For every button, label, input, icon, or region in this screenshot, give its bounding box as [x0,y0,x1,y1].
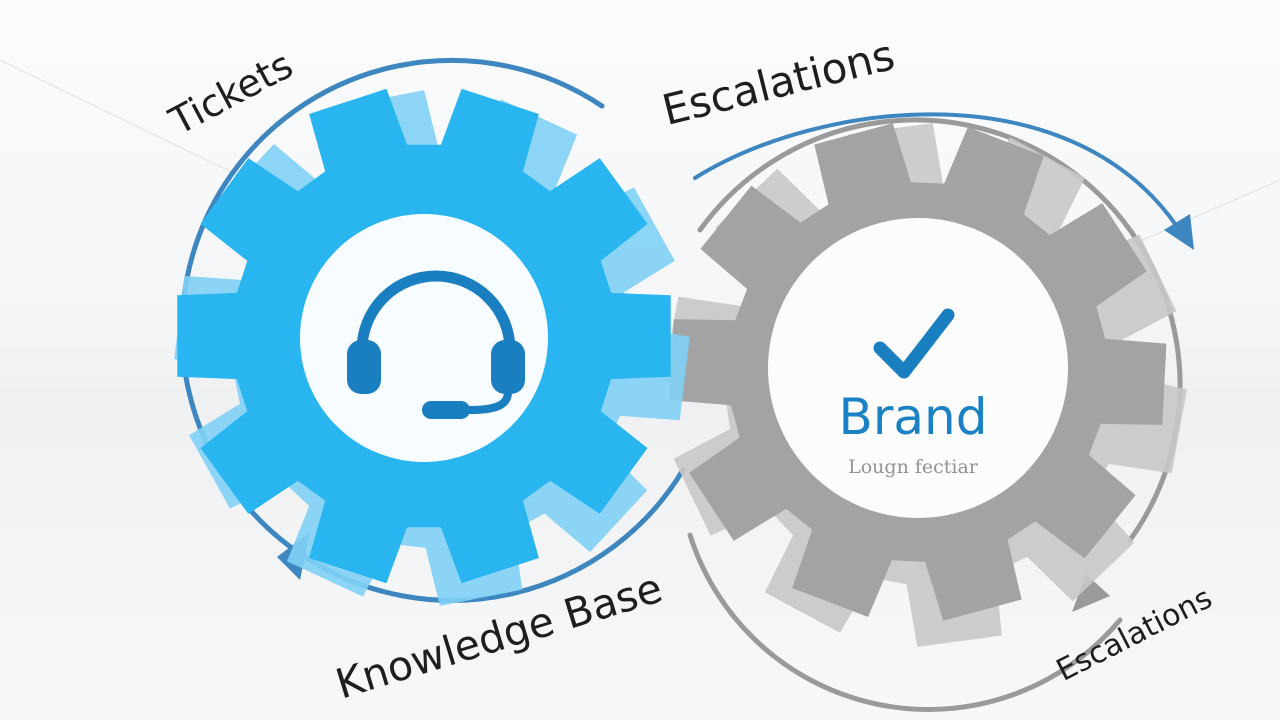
brand-tagline: Lougn fectiar [848,456,978,478]
blue-arrowhead-right [1164,214,1194,250]
gray-arrowhead-bottom [1072,574,1110,612]
blue-top-arrow [693,112,1180,230]
headset-left-cup [347,340,381,394]
blue-gear-hub [300,214,548,462]
blue-cycle-arrow [179,57,686,603]
headset-right-cup [491,340,525,394]
headset-band [356,270,516,356]
headset-mic-arm [466,388,512,414]
brand-name: Brand [838,388,988,446]
blue-top-arc [693,112,1180,230]
headset-icon [347,270,525,419]
headset-mic [422,401,470,419]
background-ray [1119,179,1280,251]
gray-gear-hub [768,218,1068,518]
checkmark-icon [873,308,955,379]
blue-cycle-arc [179,57,686,603]
gray-inner-arc [687,532,1123,712]
